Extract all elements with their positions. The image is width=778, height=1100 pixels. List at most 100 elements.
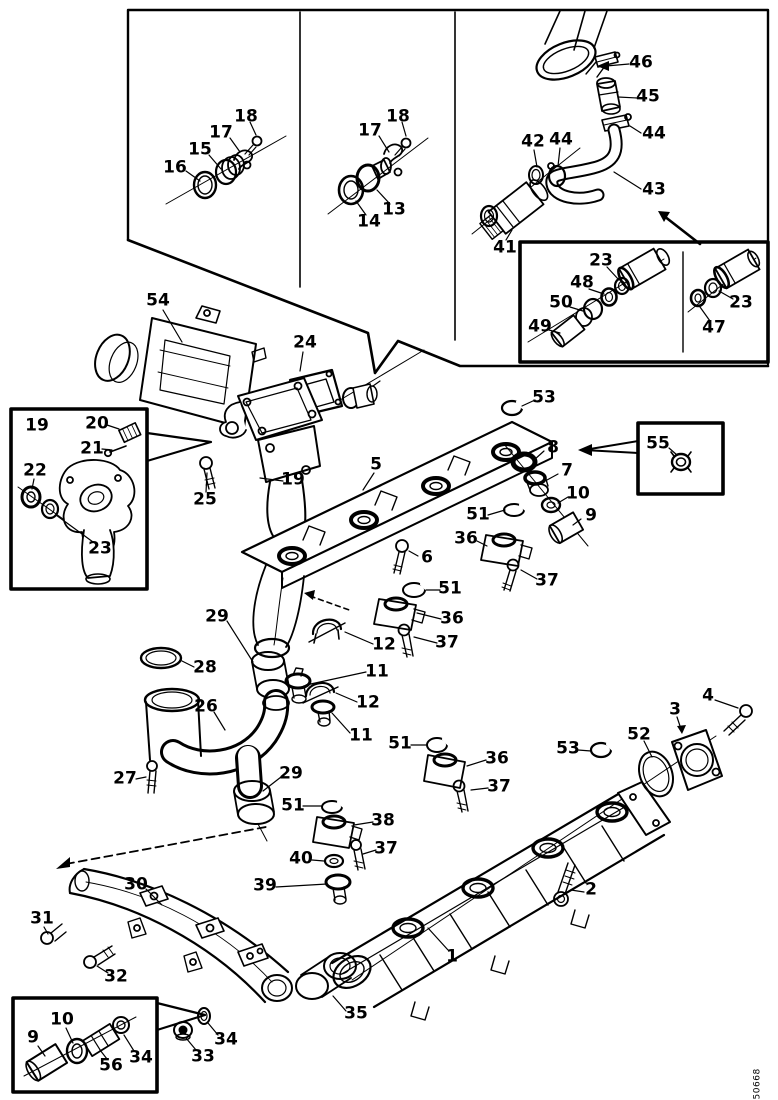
callout-26: 26 xyxy=(194,696,218,717)
callout-11: 11 xyxy=(349,725,373,746)
callout-28: 28 xyxy=(193,657,217,678)
sensor-stack xyxy=(312,800,366,905)
callout-16: 16 xyxy=(163,157,187,178)
callout-21: 21 xyxy=(80,438,104,459)
inset-b-parts xyxy=(327,137,429,215)
callout-40: 40 xyxy=(289,848,313,869)
callout-51: 51 xyxy=(281,795,305,816)
callout-44: 44 xyxy=(549,129,573,150)
callout-55: 55 xyxy=(646,433,670,454)
crossover-pipe-group xyxy=(139,646,290,842)
fitting-chain-upper xyxy=(500,399,589,547)
fitting-detail-box xyxy=(11,996,207,1094)
callout-43: 43 xyxy=(642,179,666,200)
callout-18: 18 xyxy=(386,106,410,127)
callout-36: 36 xyxy=(454,528,478,549)
callout-9: 9 xyxy=(585,505,597,526)
thermostat-housing-detail xyxy=(17,422,142,585)
callout-45: 45 xyxy=(636,86,660,107)
callout-10: 10 xyxy=(50,1009,74,1030)
callout-47: 47 xyxy=(702,317,726,338)
callout-34: 34 xyxy=(214,1029,238,1050)
callout-27: 27 xyxy=(113,768,137,789)
callout-29: 29 xyxy=(279,763,303,784)
callout-2: 2 xyxy=(585,879,597,900)
callout-37: 37 xyxy=(435,632,459,653)
callout-37: 37 xyxy=(374,838,398,859)
callout-9: 9 xyxy=(27,1027,39,1048)
callout-13: 13 xyxy=(382,199,406,220)
callout-12: 12 xyxy=(356,692,380,713)
callout-36: 36 xyxy=(440,608,464,629)
callout-31: 31 xyxy=(30,908,54,929)
callout-20: 20 xyxy=(85,413,109,434)
figure-id: 350668 xyxy=(752,1068,763,1100)
callout-23: 23 xyxy=(729,292,753,313)
elbow-part xyxy=(25,1043,69,1082)
clamp-fittings xyxy=(284,618,346,727)
callout-38: 38 xyxy=(371,810,395,831)
inset-a-parts xyxy=(165,135,287,205)
callout-25: 25 xyxy=(193,489,217,510)
callout-56: 56 xyxy=(99,1055,123,1076)
callout-6: 6 xyxy=(421,547,433,568)
callout-49: 49 xyxy=(528,316,552,337)
callout-5: 5 xyxy=(370,454,382,475)
callout-37: 37 xyxy=(535,570,559,591)
callout-23: 23 xyxy=(88,538,112,559)
callout-17: 17 xyxy=(209,122,233,143)
callout-48: 48 xyxy=(570,272,594,293)
callout-52: 52 xyxy=(627,724,651,745)
callout-42: 42 xyxy=(521,131,545,152)
callout-51: 51 xyxy=(388,733,412,754)
callout-4: 4 xyxy=(702,685,714,706)
callout-44: 44 xyxy=(642,123,666,144)
hose-assembly-parts xyxy=(471,10,632,240)
callout-3: 3 xyxy=(669,699,681,720)
callout-30: 30 xyxy=(124,874,148,895)
callout-18: 18 xyxy=(234,106,258,127)
callout-8: 8 xyxy=(547,437,559,458)
callout-11: 11 xyxy=(365,661,389,682)
callout-15: 15 xyxy=(188,139,212,160)
callout-50: 50 xyxy=(549,292,573,313)
callout-24: 24 xyxy=(293,332,317,353)
callout-39: 39 xyxy=(253,875,277,896)
callout-17: 17 xyxy=(358,120,382,141)
water-outlet-housing xyxy=(199,377,323,553)
valve-detail-box xyxy=(518,211,770,364)
sleeve-part xyxy=(81,1022,121,1058)
reference-lines xyxy=(56,590,353,869)
egr-unit xyxy=(94,305,267,435)
check-valve-parts xyxy=(527,247,761,348)
callout-19: 19 xyxy=(281,469,305,490)
callout-53: 53 xyxy=(532,387,556,408)
coolant-pipe-30 xyxy=(40,867,293,1041)
callout-51: 51 xyxy=(438,578,462,599)
callout-53: 53 xyxy=(556,738,580,759)
callout-51: 51 xyxy=(466,504,490,525)
callout-19: 19 xyxy=(25,415,49,436)
callout-23: 23 xyxy=(589,250,613,271)
leader-lines xyxy=(31,61,739,1060)
callout-14: 14 xyxy=(357,211,381,232)
callout-10: 10 xyxy=(566,483,590,504)
callout-34: 34 xyxy=(129,1047,153,1068)
outlet-cover-group xyxy=(553,704,753,907)
callout-22: 22 xyxy=(23,460,47,481)
callout-35: 35 xyxy=(344,1003,368,1024)
callout-1: 1 xyxy=(446,946,458,967)
callout-54: 54 xyxy=(146,290,170,311)
lower-manifold xyxy=(330,735,717,1021)
callout-37: 37 xyxy=(487,776,511,797)
callout-12: 12 xyxy=(372,634,396,655)
callout-46: 46 xyxy=(629,52,653,73)
thermostat-detail-box xyxy=(9,407,213,591)
top-inset-panel xyxy=(126,8,770,375)
connector-sleeve-35 xyxy=(295,952,357,1000)
callout-32: 32 xyxy=(104,966,128,987)
callout-33: 33 xyxy=(191,1046,215,1067)
callout-41: 41 xyxy=(493,237,517,258)
